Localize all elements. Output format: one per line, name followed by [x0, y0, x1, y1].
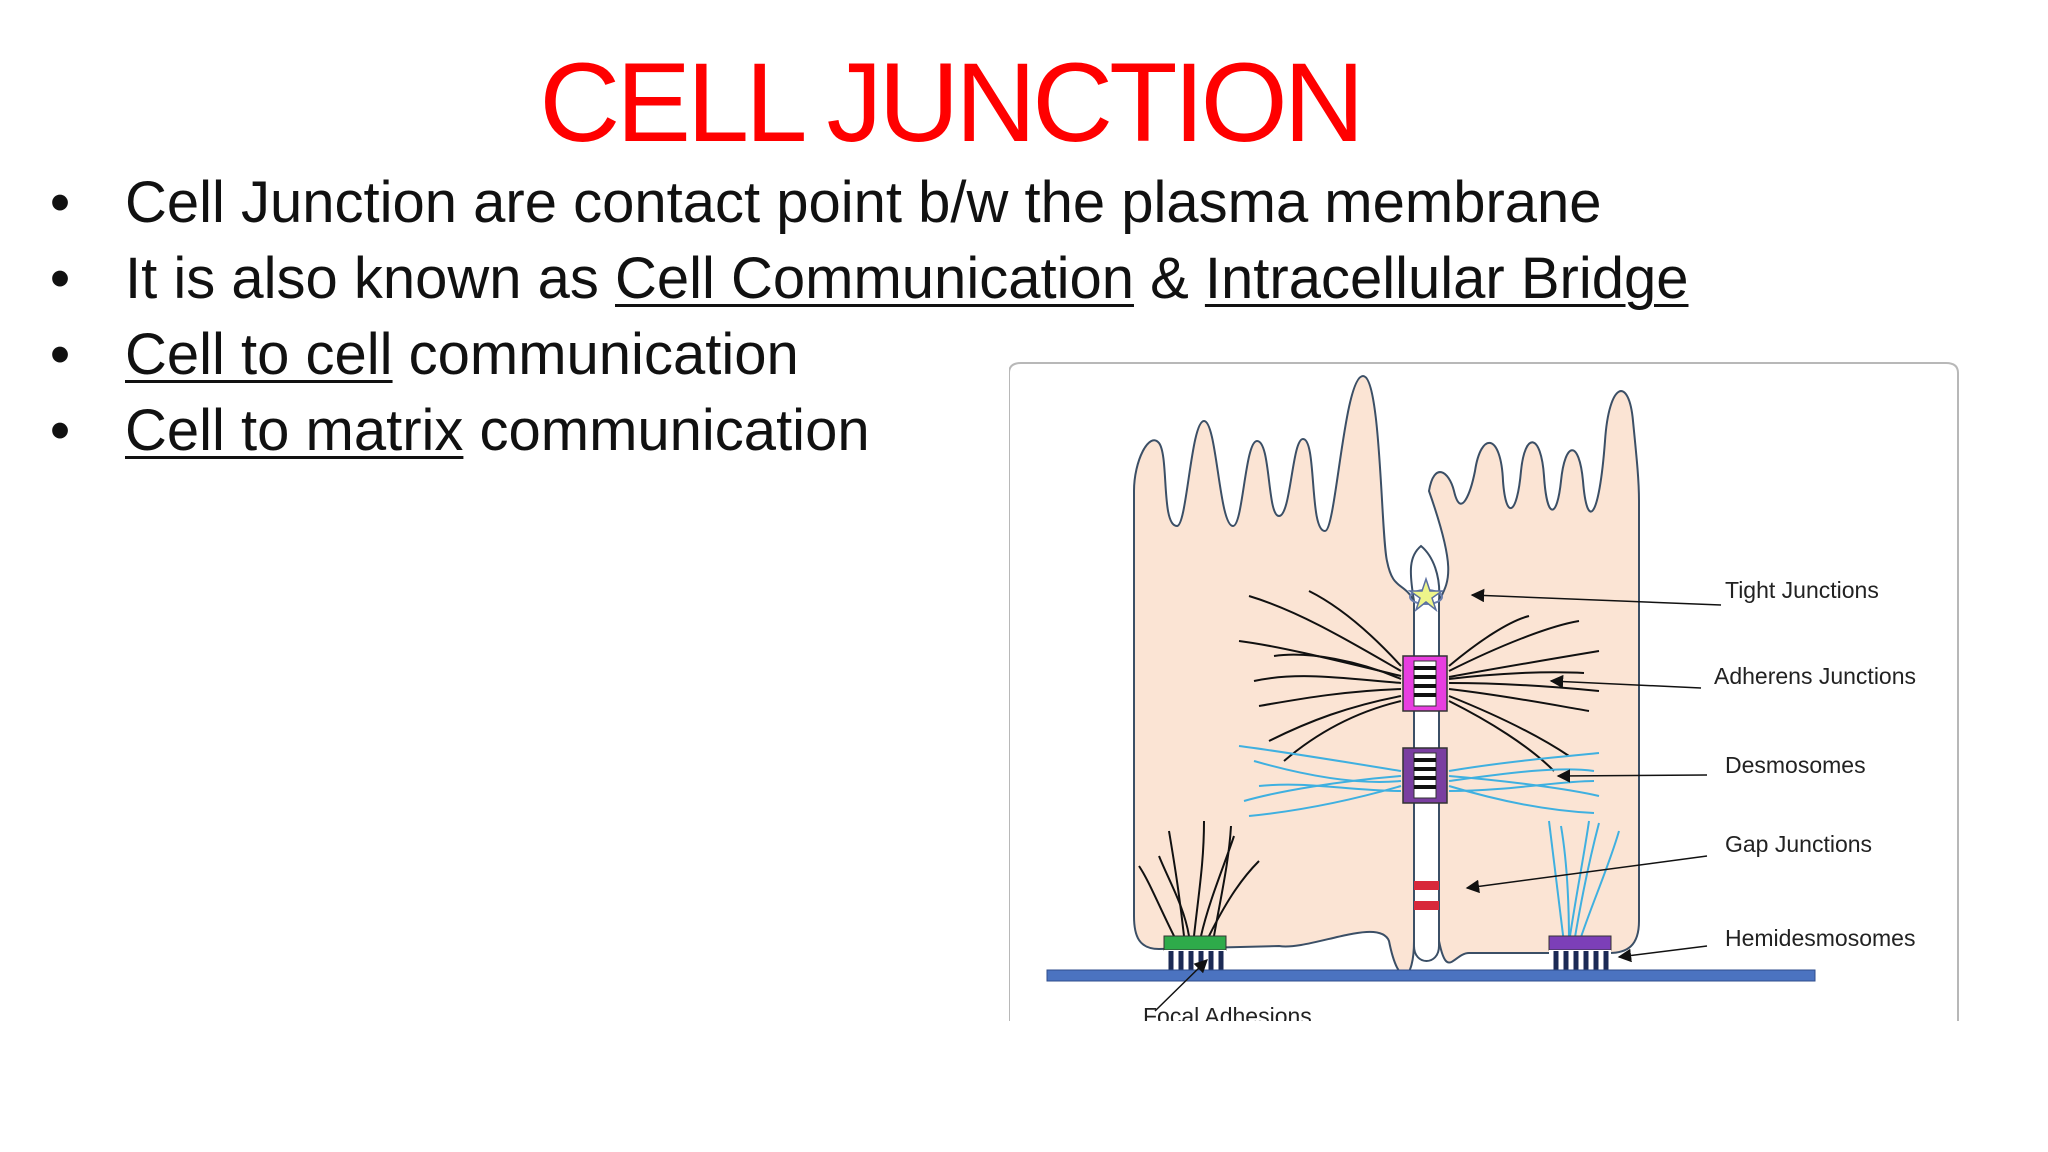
underlined-term: Cell to cell [125, 322, 393, 387]
bullet-text: It is also known as [125, 246, 615, 311]
adherens-junction [1402, 655, 1448, 712]
bullet-item: • Cell Junction are contact point b/w th… [40, 165, 1688, 241]
intermediate-filaments [1238, 745, 1620, 944]
label-hemidesmosomes: Hemidesmosomes [1725, 925, 1915, 951]
bullet-dot: • [49, 170, 71, 235]
actin-filaments [1138, 590, 1600, 937]
tight-junction [1407, 576, 1445, 613]
underlined-term: Cell Communication [615, 246, 1134, 311]
focal-adhesion [1163, 935, 1227, 970]
label-gap-junctions: Gap Junctions [1725, 831, 1872, 857]
bullet-text: Cell Junction are contact point b/w the … [125, 170, 1602, 235]
gap-junction [1414, 881, 1439, 910]
bullet-item: • Cell to cell communication [40, 317, 1688, 393]
label-tight-junctions: Tight Junctions [1725, 577, 1879, 603]
hemidesmosome [1548, 935, 1612, 970]
bullet-dot: • [49, 246, 71, 311]
bullet-text: communication [463, 398, 870, 463]
diagram-svg: Tight Junctions Adherens Junctions Desmo… [1009, 362, 1959, 1021]
desmosome [1402, 747, 1448, 804]
bullet-text: & [1133, 246, 1205, 311]
underlined-term: Cell to matrix [125, 398, 464, 463]
label-focal-adhesions: Focal Adhesions [1143, 1003, 1312, 1021]
label-adherens-junctions: Adherens Junctions [1714, 663, 1916, 689]
bullet-item: • Cell to matrix communication [40, 393, 1688, 469]
bullet-list: • Cell Junction are contact point b/w th… [40, 165, 1689, 469]
bullet-text: communication [392, 322, 799, 387]
label-desmosomes: Desmosomes [1725, 752, 1866, 778]
label-arrows [1154, 588, 1722, 1012]
bullet-item: • It is also known as Cell Communication… [40, 241, 1689, 317]
underlined-term: Intracellular Bridge [1204, 246, 1689, 311]
slide-title: CELL JUNCTION [539, 40, 1364, 165]
bullet-dot: • [49, 398, 71, 463]
right-cell [1427, 390, 1640, 964]
cell-junction-diagram: Tight Junctions Adherens Junctions Desmo… [1009, 361, 1960, 1021]
bullet-dot: • [49, 322, 71, 387]
basement-membrane [1046, 969, 1816, 982]
